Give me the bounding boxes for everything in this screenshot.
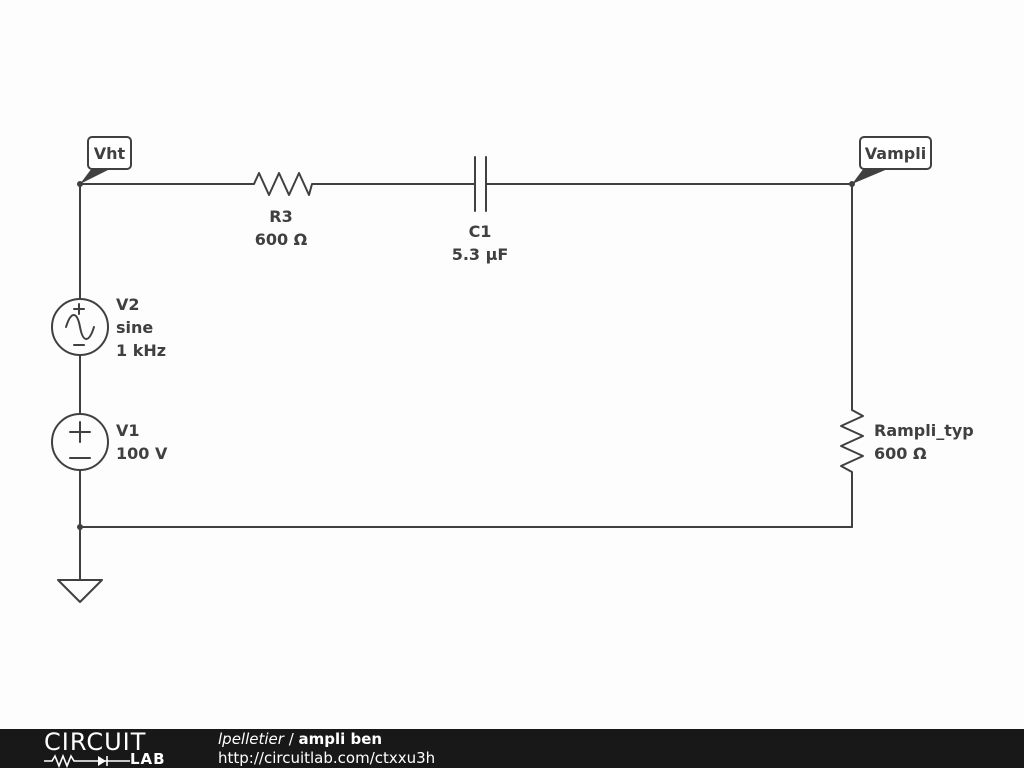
- node-label-vht-text: Vht: [94, 144, 126, 163]
- node-label-vampli[interactable]: Vampli: [852, 136, 932, 184]
- node-label-vampli-text: Vampli: [865, 144, 926, 163]
- attribution-separator: /: [283, 730, 299, 748]
- dc-source-v1[interactable]: [51, 413, 109, 471]
- c1-value-label: 5.3 µF: [452, 245, 509, 264]
- sine-source-v2[interactable]: [51, 298, 109, 356]
- circuit-title[interactable]: ampli ben: [298, 730, 383, 748]
- resistor-rampli-typ[interactable]: [840, 406, 864, 476]
- circuit-attribution: lpelletier / ampli ben: [218, 730, 382, 748]
- ground-symbol[interactable]: [57, 579, 103, 603]
- r3-value-label: 600 Ω: [255, 230, 308, 249]
- c1-name-label: C1: [469, 222, 492, 241]
- v2-name-label: V2: [116, 295, 140, 314]
- r3-name-label: R3: [269, 207, 292, 226]
- author-name[interactable]: lpelletier: [218, 730, 284, 748]
- node-label-vht[interactable]: Vht: [80, 136, 132, 184]
- rampli-name-label: Rampli_typ: [874, 421, 974, 440]
- v2-freq-label: 1 kHz: [116, 341, 166, 360]
- v2-type-label: sine: [116, 318, 153, 337]
- logo-circuit-text: CIRCUIT: [44, 728, 147, 756]
- circuit-url-link[interactable]: http://circuitlab.com/ctxxu3h: [218, 749, 436, 767]
- resistor-r3[interactable]: [247, 172, 317, 196]
- v1-value-label: 100 V: [116, 444, 168, 463]
- circuit-schematic: Vht Vampli R3 600 Ω C1 5.3 µF V2 sine 1 …: [51, 136, 974, 603]
- junction-ground: [77, 524, 83, 530]
- circuitlab-logo[interactable]: CIRCUIT LAB: [40, 729, 180, 768]
- logo-waveform-icon: [44, 754, 130, 768]
- v1-name-label: V1: [116, 421, 140, 440]
- rampli-value-label: 600 Ω: [874, 444, 927, 463]
- logo-lab-text: LAB: [130, 750, 166, 768]
- footer-bar: CIRCUIT LAB lpelletier / ampli ben http:…: [0, 729, 1024, 768]
